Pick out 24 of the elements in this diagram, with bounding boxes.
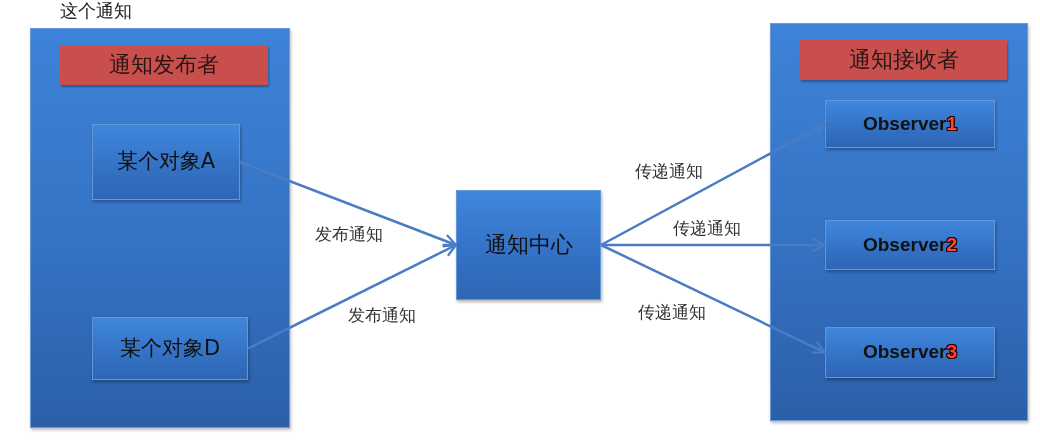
banner-title: 通知接收者 — [848, 46, 959, 74]
box-label: Observer3 — [863, 341, 957, 364]
box-label: 某个对象D — [119, 335, 221, 362]
arrow — [239, 160, 458, 248]
box-label: 通知中心 — [484, 231, 573, 259]
arrow — [247, 243, 458, 350]
process-box — [825, 327, 995, 378]
process-box — [92, 317, 248, 380]
arrow — [600, 243, 827, 354]
title-banner — [800, 40, 1007, 80]
note-text: 这个通知 — [60, 0, 132, 21]
group-panel — [30, 28, 290, 428]
title-banner — [60, 45, 268, 85]
banner-title: 通知发布者 — [109, 51, 219, 79]
box-label: Observer2 — [863, 233, 957, 257]
process-box — [92, 124, 240, 200]
group-panel — [770, 23, 1028, 421]
process-box — [825, 220, 995, 270]
arrow — [600, 122, 827, 247]
box-label: 某个对象A — [116, 149, 216, 175]
arrow — [601, 237, 827, 253]
box-label: Observer1 — [863, 112, 957, 136]
process-box — [825, 100, 995, 148]
process-box — [456, 190, 601, 300]
